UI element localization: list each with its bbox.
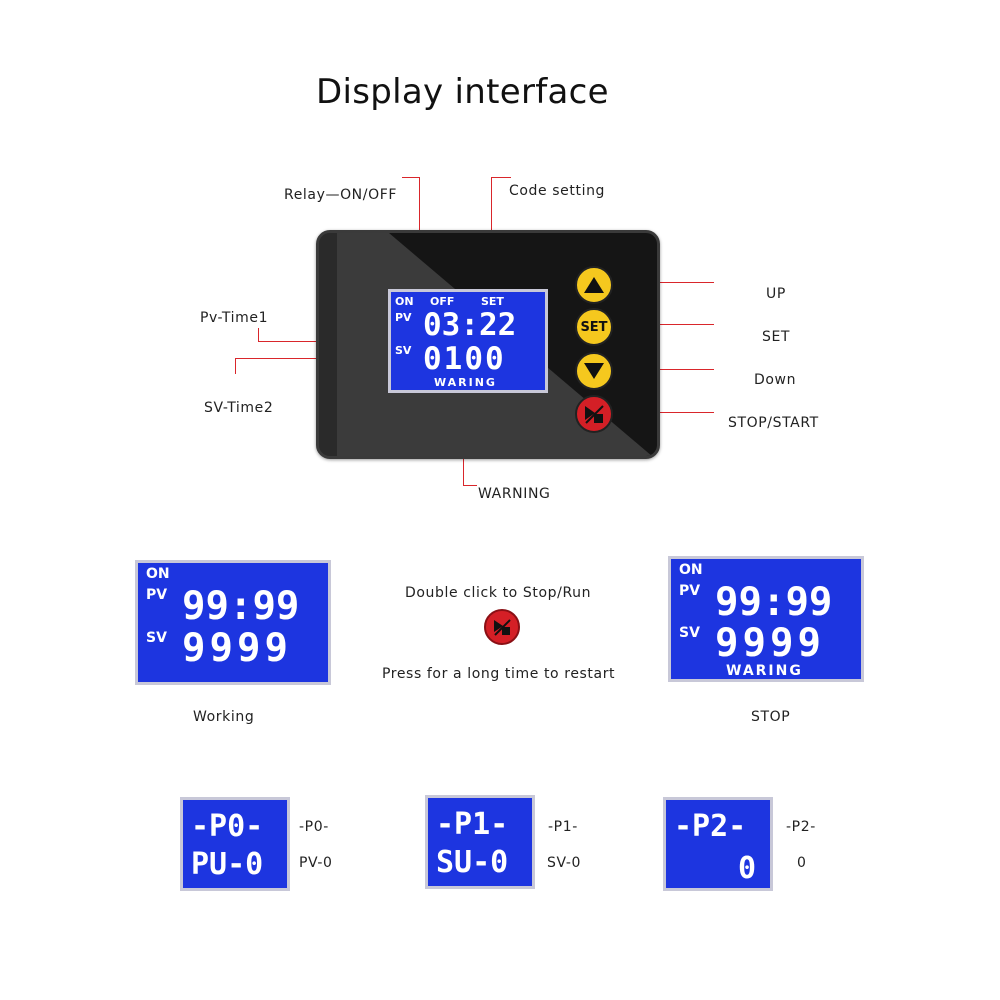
lcd-set-indicator: SET	[481, 295, 504, 308]
working-on-indicator: ON	[146, 566, 170, 582]
leader-warning-h	[463, 485, 477, 486]
lcd-off-indicator: OFF	[430, 295, 455, 308]
lcd-pv-label: PV	[395, 311, 412, 324]
long-press-instruction: Press for a long time to restart	[382, 666, 616, 682]
callout-relay: Relay—ON/OFF	[284, 187, 397, 203]
param-p0-line2: PU-0	[191, 847, 264, 882]
down-button[interactable]	[575, 352, 613, 390]
param-p2-value-label: 0	[797, 855, 807, 871]
set-button[interactable]: SET	[575, 308, 613, 346]
stop-lcd: ON PV 99:99 SV 9999 WARING	[668, 556, 864, 682]
lcd-on-indicator: ON	[395, 295, 414, 308]
double-click-instruction: Double click to Stop/Run	[405, 585, 592, 601]
play-stop-icon	[494, 619, 511, 636]
working-sv-value: 9999	[182, 626, 292, 671]
set-button-label: SET	[580, 319, 608, 335]
param-p2-line1: -P2-	[674, 809, 747, 844]
working-sv-label: SV	[146, 630, 167, 646]
stop-start-button[interactable]	[575, 395, 613, 433]
callout-set: SET	[762, 329, 791, 345]
callout-down: Down	[754, 372, 797, 388]
stop-sv-label: SV	[679, 625, 700, 641]
param-p2-line2: 0	[738, 851, 757, 886]
main-lcd: ON OFF SET PV 03:22 SV 0100 WARING	[388, 289, 548, 393]
stop-warning-indicator: WARING	[726, 663, 803, 679]
param-p1-line2: SU-0	[436, 845, 509, 880]
leader-stop-start	[612, 412, 714, 413]
callout-pv-time1: Pv-Time1	[200, 310, 269, 326]
working-pv-label: PV	[146, 587, 168, 603]
param-p0-line1: -P0-	[191, 809, 264, 844]
leader-up	[612, 282, 714, 283]
stop-pv-label: PV	[679, 583, 701, 599]
leader-pv-v	[258, 328, 259, 342]
lcd-sv-label: SV	[395, 344, 412, 357]
leader-code-h	[491, 177, 511, 178]
stop-run-button-illustration	[484, 609, 520, 645]
lcd-pv-value: 03:22	[423, 307, 517, 343]
working-pv-value: 99:99	[182, 584, 300, 629]
callout-up: UP	[766, 286, 786, 302]
param-p1-value-label: SV-0	[547, 855, 582, 871]
caption-stop: STOP	[751, 709, 791, 725]
leader-down	[612, 369, 714, 370]
leader-relay-h	[402, 177, 420, 178]
param-lcd-p1: -P1- SU-0	[425, 795, 535, 889]
stop-on-indicator: ON	[679, 562, 703, 578]
leader-sv-v	[235, 358, 236, 374]
param-p1-label: -P1-	[548, 819, 578, 835]
stop-pv-value: 99:99	[715, 580, 833, 625]
up-button[interactable]	[575, 266, 613, 304]
param-p1-line1: -P1-	[436, 807, 509, 842]
leader-set	[612, 324, 714, 325]
lcd-sv-value: 0100	[423, 341, 506, 377]
play-stop-icon	[585, 405, 604, 424]
triangle-up-icon	[584, 277, 604, 293]
lcd-warning-indicator: WARING	[434, 376, 497, 389]
param-lcd-p0: -P0- PU-0	[180, 797, 290, 891]
working-lcd: ON PV 99:99 SV 9999	[135, 560, 331, 685]
timer-device: ON OFF SET PV 03:22 SV 0100 WARING SET	[316, 230, 660, 459]
callout-warning: WARNING	[478, 486, 551, 502]
caption-working: Working	[193, 709, 255, 725]
callout-sv-time2: SV-Time2	[204, 400, 274, 416]
param-p2-label: -P2-	[786, 819, 816, 835]
triangle-down-icon	[584, 363, 604, 379]
stop-sv-value: 9999	[715, 621, 825, 666]
param-p0-label: -P0-	[299, 819, 329, 835]
callout-code-setting: Code setting	[509, 183, 606, 199]
callout-stop-start: STOP/START	[728, 415, 819, 431]
param-lcd-p2: -P2- 0	[663, 797, 773, 891]
param-p0-value-label: PV-0	[299, 855, 333, 871]
page-title: Display interface	[316, 72, 609, 112]
